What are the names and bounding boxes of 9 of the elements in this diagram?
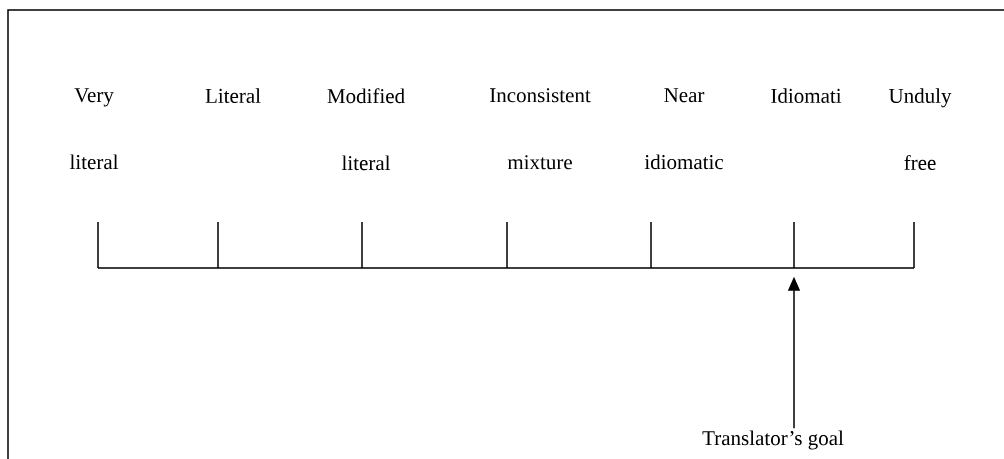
scale-label: Unduly free	[888, 88, 952, 170]
scale-drawing	[97, 221, 915, 269]
scale-label: Near idiomatic	[644, 88, 724, 170]
scale-label: Literal	[205, 88, 261, 103]
scale-label: Very literal	[69, 88, 119, 170]
scale-label: Idiomati	[771, 88, 842, 103]
scale-label: Inconsistent mixture	[490, 88, 591, 170]
goal-label: Translator’s goal	[702, 430, 844, 450]
scale-label: Modified literal	[327, 88, 405, 171]
